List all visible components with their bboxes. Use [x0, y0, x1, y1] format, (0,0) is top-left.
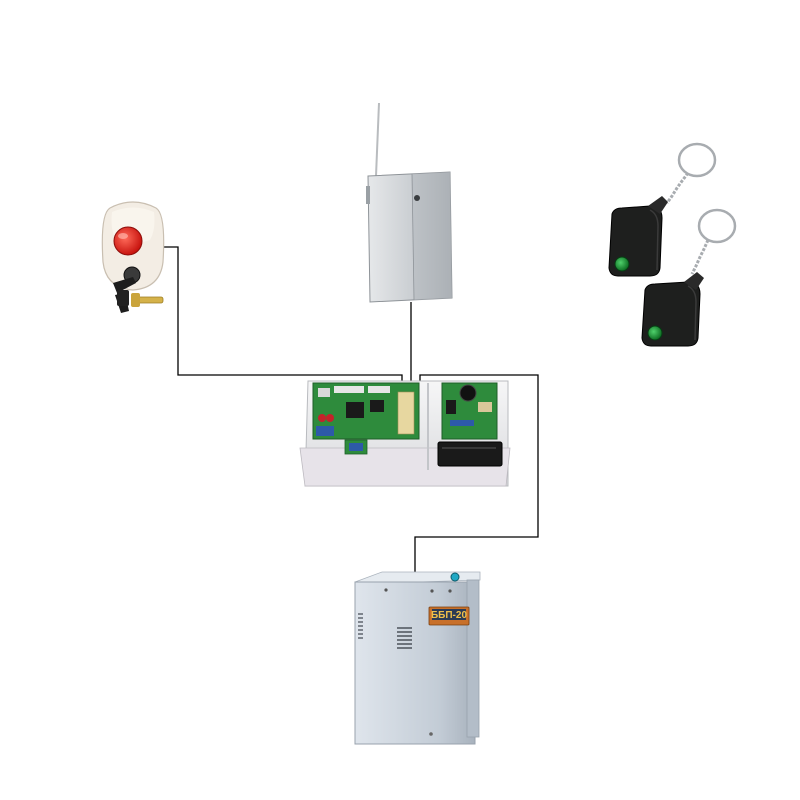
backup-power-supply: ББП-20 — [354, 571, 481, 745]
key-fob-2-green-button — [647, 325, 663, 341]
brass-key-icon — [136, 296, 164, 304]
wire-panic-to-board — [163, 246, 403, 383]
backup-battery — [437, 441, 503, 467]
control-panel-board — [299, 380, 511, 487]
psu-housing — [354, 581, 476, 745]
key-fob-2 — [641, 208, 737, 347]
psu-vent-center — [397, 627, 412, 649]
psu-model-label: ББП-20 — [431, 610, 467, 621]
psu-vent-left — [358, 613, 363, 639]
psu-indicator-led — [450, 572, 460, 582]
radio-led — [414, 195, 420, 201]
key-fob-transmitters — [608, 142, 737, 347]
panic-button-device — [101, 201, 165, 313]
panic-red-button — [113, 226, 143, 256]
wire-board-to-psu — [414, 374, 539, 575]
wire-layer — [163, 246, 539, 575]
key-fob-1 — [608, 142, 717, 277]
radio-module-device — [366, 102, 453, 303]
antenna — [375, 102, 380, 177]
key-fob-1-green-button — [614, 256, 630, 272]
